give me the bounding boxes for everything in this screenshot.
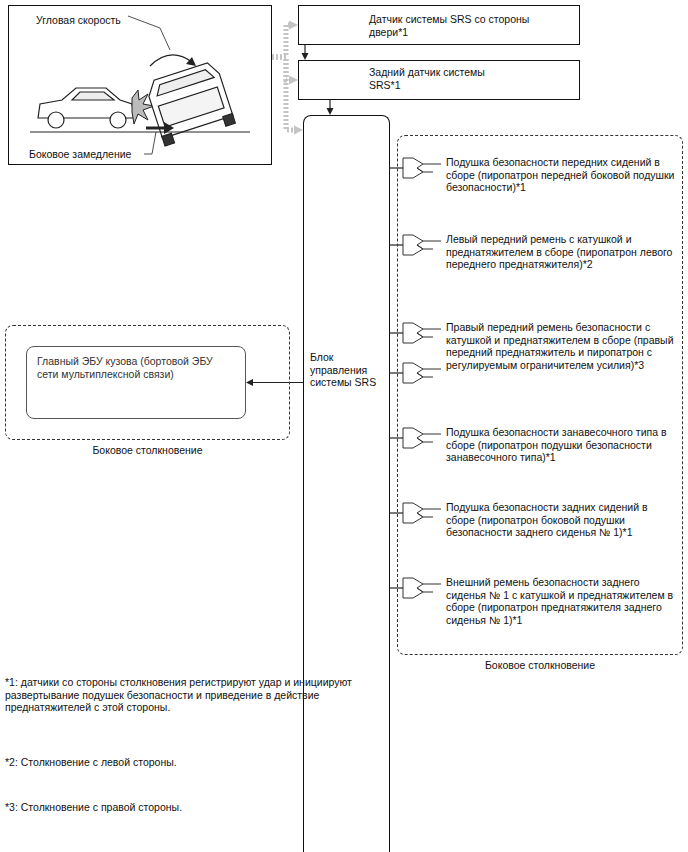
node-text: Подушка безопасности передних сидений в … <box>446 156 676 194</box>
squib-symbol <box>403 363 441 383</box>
sensor-box: Датчик системы SRS со стороны двери*1 <box>298 5 580 45</box>
node-text: Левый передний ремень с катушкой и предн… <box>446 233 676 271</box>
squib-symbol <box>403 428 441 448</box>
connector-line <box>304 45 305 54</box>
connector-line <box>272 25 290 57</box>
illustration-frame: Угловая скоростьБоковое замедление <box>8 5 272 165</box>
arrow-head <box>289 21 298 30</box>
node-text: Подушка безопасности задних сидений в сб… <box>446 501 676 539</box>
connector-line <box>252 382 303 383</box>
arrow-head <box>294 126 303 135</box>
node-text: Подушка безопасности занавесочного типа … <box>446 426 676 464</box>
footnote: *2: Столкновение с левой стороны. <box>5 756 385 769</box>
dashed-group: Боковое столкновениеГлавный ЭБУ кузова (… <box>5 325 290 440</box>
squib-item: Подушка безопасности задних сидений в сб… <box>401 501 676 539</box>
footnote: *1: датчики со стороны столкновения реги… <box>5 676 385 714</box>
node-text: Внешний ремень безопасности заднего сиде… <box>446 576 676 626</box>
squib-item: Внешний ремень безопасности заднего сиде… <box>401 576 676 626</box>
angular-arrow <box>150 55 192 66</box>
connector <box>327 100 334 115</box>
node-text: Блок управления системы SRS <box>310 351 384 389</box>
striking-car <box>38 88 134 128</box>
connector-line <box>272 57 295 130</box>
ecu-column: Блок управления системы SRS <box>303 115 390 852</box>
node-text: Главный ЭБУ кузова (бортовой ЭБУ сети му… <box>37 355 235 380</box>
ecu-box: Главный ЭБУ кузова (бортовой ЭБУ сети му… <box>26 346 246 419</box>
leader-line <box>144 132 156 154</box>
connector-line <box>329 100 330 109</box>
squib-item: Подушка безопасности занавесочного типа … <box>401 426 676 464</box>
squib-symbol <box>403 235 441 255</box>
node-text: Боковое замедление <box>29 148 131 161</box>
arrow-head <box>327 108 334 115</box>
footnote: *3: Столкновение с правой стороны. <box>5 801 385 814</box>
squib-item: Правый передний ремень безопасности с ка… <box>401 321 676 371</box>
node-text: Угловая скорость <box>36 14 121 27</box>
node-text: Датчик системы SRS со стороны двери*1 <box>369 13 569 38</box>
squib-symbol <box>403 323 441 343</box>
arrow-head <box>186 57 196 66</box>
arrow-head <box>246 379 253 386</box>
group-caption: Боковое столкновение <box>398 659 682 672</box>
ground-line <box>30 132 250 133</box>
arrow-head <box>164 122 174 134</box>
arrow-head <box>302 53 309 60</box>
node-text: Правый передний ремень безопасности с ка… <box>446 321 676 371</box>
deceleration-arrow <box>146 127 166 130</box>
arrow-head <box>289 76 298 85</box>
dashed-group: Боковое столкновениеПодушка безопасности… <box>397 135 683 655</box>
struck-car <box>145 60 236 146</box>
connector <box>246 379 303 386</box>
group-caption: Боковое столкновение <box>6 444 289 457</box>
node-text: Задний датчик системы SRS*1 <box>369 66 519 91</box>
sensor-box: Задний датчик системы SRS*1 <box>298 60 580 100</box>
squib-item: Левый передний ремень с катушкой и предн… <box>401 233 676 271</box>
squib-symbol <box>403 503 441 523</box>
squib-symbol <box>403 158 441 178</box>
leader-line <box>128 16 170 50</box>
squib-item: Подушка безопасности передних сидений в … <box>401 156 676 194</box>
squib-symbol <box>403 578 441 598</box>
signal-arrow <box>272 21 298 58</box>
connector <box>302 45 309 60</box>
